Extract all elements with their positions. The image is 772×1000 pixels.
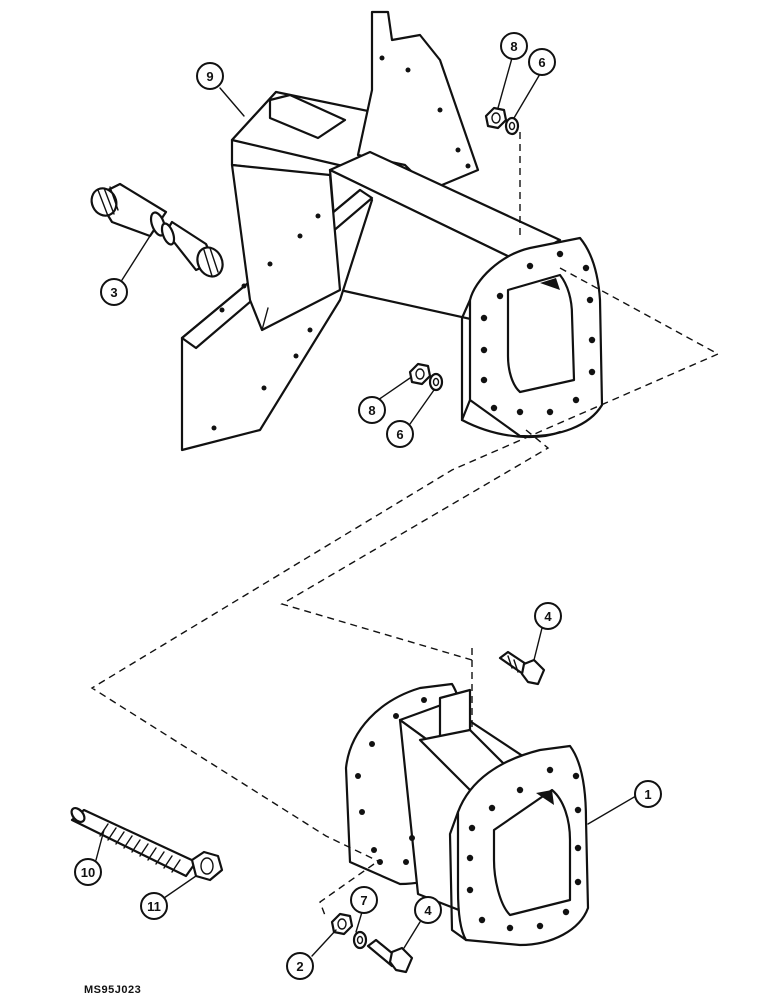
- callout-4-top-label: 4: [544, 609, 552, 624]
- callout-8-mid: 8: [358, 396, 386, 424]
- callout-8-top: 8: [500, 32, 528, 60]
- callout-3: 3: [100, 278, 128, 306]
- callout-10-label: 10: [81, 865, 95, 880]
- callout-6-mid-label: 6: [396, 427, 403, 442]
- callout-9: 9: [196, 62, 224, 90]
- assembly-guide-lines: [90, 132, 720, 919]
- drawing-code: MS95J023: [84, 984, 141, 996]
- callout-6-top: 6: [528, 48, 556, 76]
- callout-11: 11: [140, 892, 168, 920]
- callout-4-top: 4: [534, 602, 562, 630]
- callout-7: 7: [350, 886, 378, 914]
- hardware-nut-mid: [408, 362, 432, 386]
- upper-housing-assembly: [180, 10, 604, 452]
- callout-4-bottom-label: 4: [424, 903, 432, 918]
- hardware-nut-top: [484, 106, 508, 130]
- callout-8-mid-label: 8: [368, 403, 375, 418]
- bolt-bottom: [366, 938, 414, 974]
- hardware-washer-mid: [428, 372, 444, 392]
- lower-housing-assembly: [344, 682, 590, 947]
- callout-7-label: 7: [360, 893, 367, 908]
- callout-6-top-label: 6: [538, 55, 545, 70]
- callout-2: 2: [286, 952, 314, 980]
- callout-8-top-label: 8: [510, 39, 517, 54]
- callout-2-label: 2: [296, 959, 303, 974]
- callout-11-label: 11: [147, 899, 161, 914]
- callout-9-label: 9: [206, 69, 213, 84]
- bolt-top: [498, 650, 546, 686]
- callout-1-label: 1: [644, 787, 651, 802]
- callout-3-label: 3: [110, 285, 117, 300]
- callout-6-mid: 6: [386, 420, 414, 448]
- hardware-washer-top: [504, 116, 520, 136]
- callout-10: 10: [74, 858, 102, 886]
- hardware-washer-bottom: [352, 930, 368, 950]
- callout-4-bottom: 4: [414, 896, 442, 924]
- callout-1: 1: [634, 780, 662, 808]
- splined-shaft-part: [90, 182, 224, 278]
- leader-lines: [95, 57, 637, 957]
